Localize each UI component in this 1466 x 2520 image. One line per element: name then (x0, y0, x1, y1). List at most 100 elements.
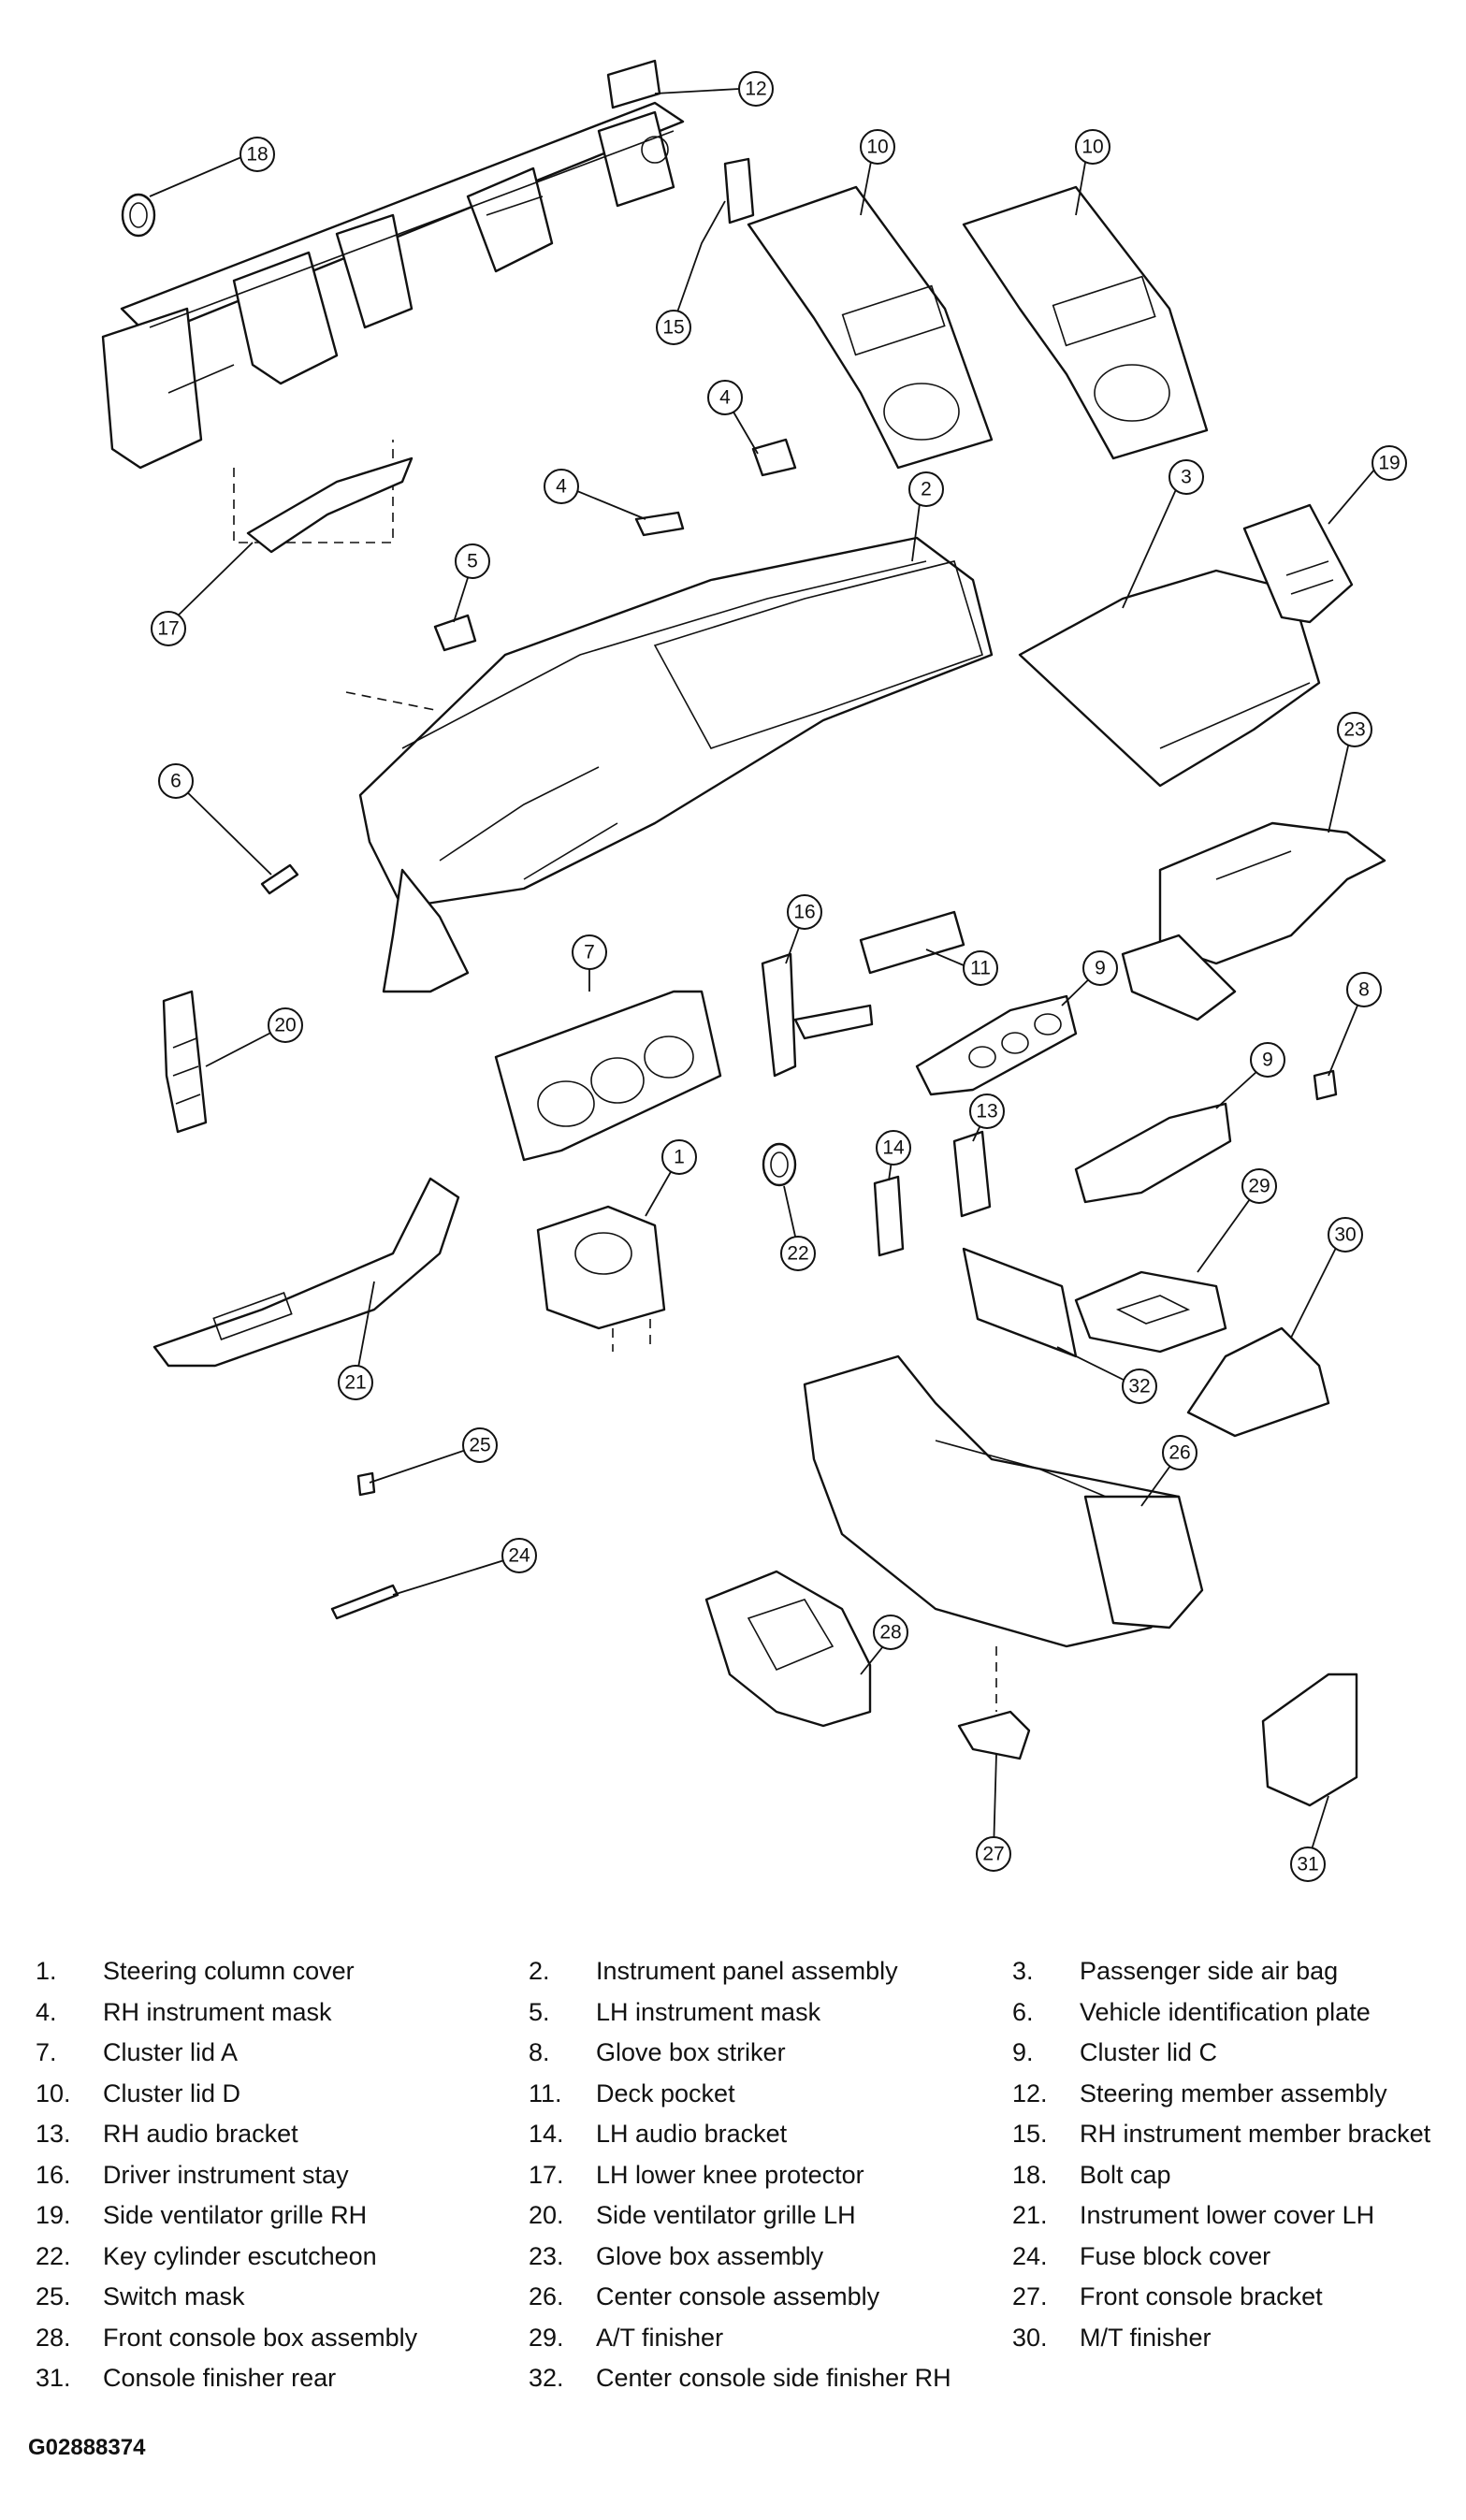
callout-16-number: 16 (793, 902, 815, 923)
legend-item: 26. Center console assembly (529, 2281, 879, 2312)
part-cluster-lid-d-right (962, 185, 1209, 460)
legend-item-label: A/T finisher (596, 2323, 724, 2352)
legend-item: 31.Console finisher rear (36, 2362, 336, 2394)
part-steering-member (101, 59, 685, 543)
callout-15-number: 15 (662, 317, 684, 339)
callout-19: 19 (1372, 445, 1407, 481)
part-front-console-box (704, 1570, 872, 1728)
callout-23: 23 (1337, 712, 1372, 747)
legend-item-label: Cluster lid D (103, 2078, 241, 2107)
part-passenger-air-bag (1018, 569, 1321, 788)
part-cluster-lid-d-left (747, 185, 994, 470)
callout-20: 20 (268, 1007, 303, 1043)
legend-item-label: LH lower knee protector (596, 2160, 864, 2189)
legend-item: 14.LH audio bracket (529, 2118, 787, 2150)
legend-item-number: 30. (1012, 2323, 1048, 2352)
callout-10-right-number: 10 (1081, 137, 1103, 158)
part-cluster-lid-c-upper (915, 994, 1078, 1096)
legend-item-number: 8. (529, 2038, 550, 2066)
callout-12: 12 (738, 71, 774, 107)
part-lh-audio-bracket (873, 1175, 905, 1257)
legend-item: 30. M/T finisher (1012, 2322, 1212, 2353)
callout-26: 26 (1162, 1435, 1197, 1470)
part-instrument-panel (345, 536, 994, 993)
legend-item-label: Glove box striker (596, 2038, 786, 2066)
legend-item: 9.Cluster lid C (1012, 2036, 1217, 2068)
legend-item-number: 11. (529, 2078, 562, 2107)
part-vin-plate (260, 863, 299, 895)
callout-28-number: 28 (879, 1622, 901, 1644)
callout-6: 6 (158, 763, 194, 799)
part-glove-box-striker (1313, 1069, 1338, 1101)
part-side-vent-rh (1242, 503, 1354, 624)
legend-item-number: 29. (529, 2323, 564, 2352)
legend-item: 10. Cluster lid D (36, 2078, 240, 2109)
legend-item-number: 26. (529, 2282, 564, 2310)
callout-16: 16 (787, 894, 822, 930)
legend-item-number: 9. (1012, 2038, 1034, 2066)
legend-item-number: 7. (36, 2038, 57, 2066)
legend-item: 8. Glove box striker (529, 2036, 786, 2068)
legend-item-number: 4. (36, 1997, 57, 2026)
legend-item-number: 10. (36, 2078, 71, 2107)
callout-9-upper: 9 (1082, 950, 1118, 986)
callout-30: 30 (1328, 1217, 1363, 1253)
legend-item-label: Driver instrument stay (103, 2160, 349, 2189)
callout-27: 27 (976, 1836, 1011, 1872)
callout-19-number: 19 (1378, 453, 1400, 474)
legend-item-label: Center console assembly (596, 2282, 880, 2310)
legend-item-label: Deck pocket (596, 2078, 735, 2107)
legend-item-number: 16. (36, 2160, 71, 2189)
callout-2: 2 (908, 471, 944, 507)
legend-item-label: Key cylinder escutcheon (103, 2241, 377, 2270)
callout-3-number: 3 (1181, 467, 1192, 488)
callout-17: 17 (151, 611, 186, 646)
part-driver-instrument-stay (761, 952, 874, 1078)
callout-24: 24 (501, 1538, 537, 1573)
part-rh-instrument-mask-lower (634, 511, 685, 537)
legend-item: 23.Glove box assembly (529, 2240, 823, 2272)
callout-32: 32 (1122, 1369, 1157, 1404)
legend-item: 24.Fuse block cover (1012, 2240, 1270, 2272)
legend-item-label: Instrument panel assembly (596, 1957, 898, 1985)
legend-item-number: 25. (36, 2282, 71, 2310)
figure-code: G02888374 (28, 2435, 146, 2460)
part-rh-instrument-mask-upper (751, 438, 797, 477)
callout-7-number: 7 (584, 942, 595, 963)
callout-26-number: 26 (1168, 1442, 1190, 1464)
legend-item-label: Vehicle identification plate (1080, 1997, 1371, 2026)
legend-item-label: Steering member assembly (1080, 2078, 1387, 2107)
legend-item: 25.Switch mask (36, 2281, 245, 2312)
callout-31-number: 31 (1297, 1854, 1318, 1876)
part-console-finisher-rear (1261, 1673, 1358, 1807)
legend-item-label: M/T finisher (1080, 2323, 1212, 2352)
callout-5: 5 (455, 543, 490, 579)
part-bolt-cap (121, 193, 156, 238)
legend-item-label: Passenger side air bag (1080, 1957, 1339, 1985)
legend-item-label: RH instrument mask (103, 1997, 332, 2026)
legend-item-number: 32. (529, 2364, 564, 2392)
callout-10-left: 10 (860, 129, 895, 165)
legend-item: 11. Deck pocket (529, 2078, 735, 2109)
callout-8-number: 8 (1358, 979, 1370, 1001)
part-cluster-lid-a (494, 990, 722, 1162)
callout-13: 13 (969, 1093, 1005, 1129)
callout-5-number: 5 (467, 551, 478, 572)
legend-item-label: Bolt cap (1080, 2160, 1171, 2189)
diagram-canvas: 12 18 15 10 10 4 4 2 3 19 5 17 6 23 7 16… (101, 59, 1407, 1882)
callout-9-lower-number: 9 (1262, 1050, 1273, 1071)
part-lh-knee-protector (246, 456, 414, 554)
legend-item-label: Side ventilator grille LH (596, 2201, 856, 2229)
callout-6-number: 6 (170, 771, 181, 792)
part-front-console-bracket (957, 1646, 1031, 1760)
legend-item-number: 2. (529, 1957, 550, 1985)
callout-1-number: 1 (674, 1147, 685, 1168)
callout-18: 18 (239, 137, 275, 172)
legend-item: 28.Front console box assembly (36, 2322, 417, 2353)
legend-item: 19.Side ventilator grille RH (36, 2199, 367, 2231)
callout-21-number: 21 (344, 1372, 366, 1394)
callout-27-number: 27 (982, 1844, 1004, 1865)
callout-4-upper-number: 4 (719, 387, 731, 409)
callout-2-number: 2 (921, 479, 932, 500)
